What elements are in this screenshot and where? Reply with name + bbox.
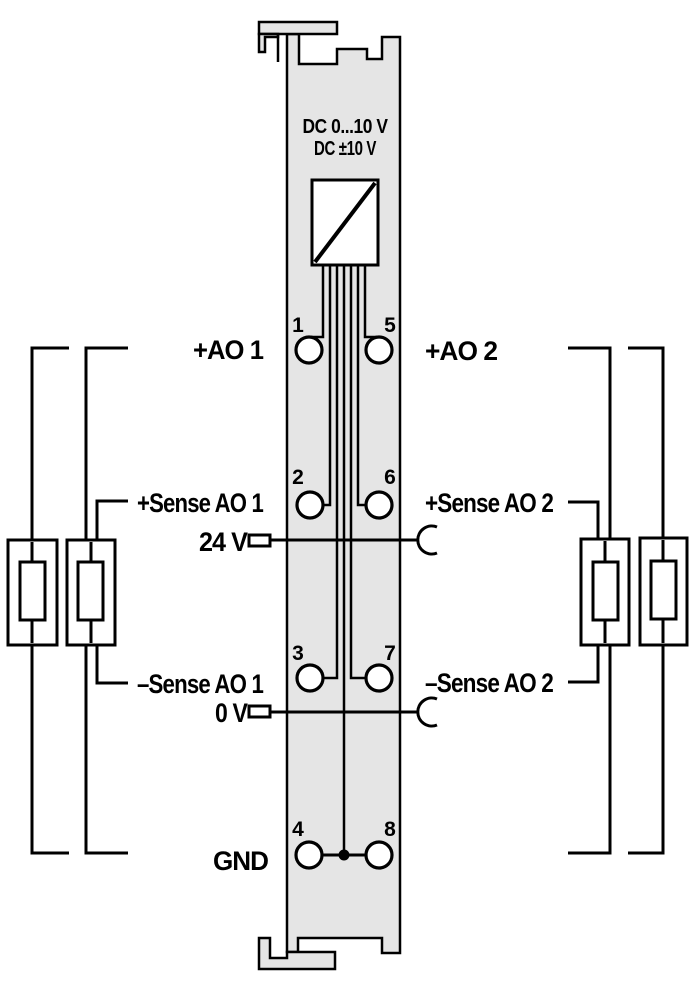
module-type-label-line1: DC 0...10 V — [303, 116, 389, 138]
load-left-inner-element — [76, 560, 105, 622]
sense-minus-stub-right — [568, 645, 600, 684]
sense-plus-stub-left — [95, 499, 128, 540]
load-right-inner-element — [591, 560, 620, 622]
pin-1-contact — [294, 335, 324, 365]
pin-3-contact — [295, 663, 325, 693]
pin-5-contact — [364, 335, 394, 365]
load-left-outer-element — [18, 560, 47, 622]
label-plus-ao2: +AO 2 — [425, 336, 497, 366]
pin-7-number: 7 — [384, 642, 396, 665]
power-jumper-24v: 24 V — [199, 524, 438, 557]
label-gnd: GND — [213, 846, 268, 876]
external-load-circuit-right — [568, 346, 689, 855]
pin-4-number: 4 — [292, 818, 304, 841]
load-right-outer-element — [649, 559, 678, 621]
pin-6-contact — [364, 490, 394, 520]
pin-7-contact — [364, 663, 394, 693]
pin-contacts — [294, 335, 394, 870]
pin-4-contact — [294, 840, 324, 870]
label-0v: 0 V — [215, 698, 248, 728]
label-minus-sense-ao2: –Sense AO 2 — [425, 668, 553, 698]
label-plus-ao1: +AO 1 — [193, 335, 264, 365]
sense-plus-stub-right — [568, 500, 600, 540]
external-load-circuit-left — [6, 346, 128, 855]
terminal-labels-left: +AO 1 +Sense AO 1 –Sense AO 1 GND — [137, 335, 269, 876]
module-bottom-foot — [257, 936, 337, 971]
pin-3-number: 3 — [292, 642, 304, 665]
label-plus-sense-ao1: +Sense AO 1 — [137, 488, 264, 518]
module-top-hook — [257, 32, 280, 54]
label-minus-sense-ao1: –Sense AO 1 — [137, 669, 264, 699]
pin-5-number: 5 — [384, 314, 396, 337]
pin-2-number: 2 — [292, 466, 304, 489]
gnd-junction-dot — [338, 849, 350, 861]
terminal-labels-right: +AO 2 +Sense AO 2 –Sense AO 2 — [425, 336, 554, 698]
sense-minus-stub-left — [95, 645, 128, 685]
label-24v: 24 V — [199, 527, 248, 557]
pin-1-number: 1 — [292, 314, 304, 337]
power-jumper-0v: 0 V — [215, 696, 438, 728]
pin-2-contact — [295, 490, 325, 520]
module-top-mounting-tab — [257, 20, 339, 36]
power-jumper-socket-icon-0v — [416, 696, 438, 728]
pin-numbers: 1 5 2 6 3 7 4 8 — [292, 314, 396, 841]
dac-diagonal — [313, 181, 377, 264]
pin-6-number: 6 — [384, 466, 396, 489]
module-type-label-line2: DC ±10 V — [314, 138, 377, 160]
label-plus-sense-ao2: +Sense AO 2 — [425, 488, 553, 518]
power-jumper-socket-icon-24v — [416, 524, 438, 556]
dac-converter-icon — [310, 178, 380, 267]
pin-8-contact — [364, 840, 394, 870]
pin-8-number: 8 — [384, 818, 396, 841]
power-jumper-blade-icon-24v — [247, 533, 272, 548]
power-jumper-blade-icon-0v — [247, 704, 272, 719]
